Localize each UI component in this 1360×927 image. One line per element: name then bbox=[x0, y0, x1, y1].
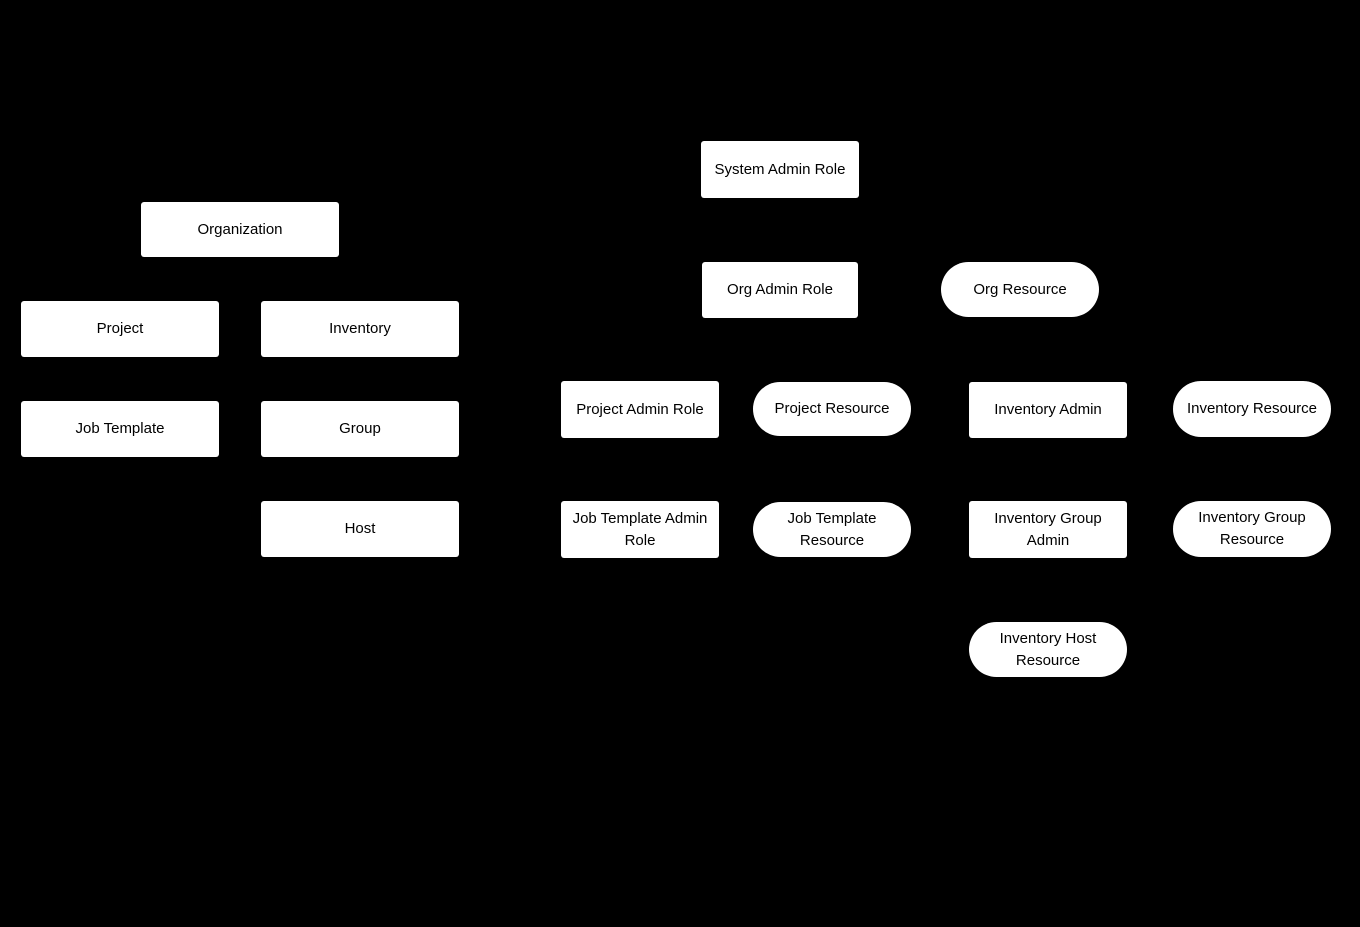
node-host: Host bbox=[261, 501, 459, 557]
node-project-admin-role: Project Admin Role bbox=[561, 381, 719, 438]
node-inventory-group-resource: Inventory Group Resource bbox=[1173, 501, 1331, 557]
node-system-admin-role: System Admin Role bbox=[701, 141, 859, 198]
node-org-resource: Org Resource bbox=[941, 262, 1099, 317]
node-inventory-resource: Inventory Resource bbox=[1173, 381, 1331, 437]
node-project: Project bbox=[21, 301, 219, 357]
node-inventory-host-resource: Inventory Host Resource bbox=[969, 622, 1127, 677]
node-inventory: Inventory bbox=[261, 301, 459, 357]
node-job-template-admin-role: Job Template Admin Role bbox=[561, 501, 719, 558]
node-organization: Organization bbox=[141, 202, 339, 257]
node-group: Group bbox=[261, 401, 459, 457]
node-job-template-resource: Job Template Resource bbox=[753, 502, 911, 557]
node-project-resource: Project Resource bbox=[753, 382, 911, 436]
node-org-admin-role: Org Admin Role bbox=[702, 262, 858, 318]
node-inventory-admin: Inventory Admin bbox=[969, 382, 1127, 438]
node-job-template: Job Template bbox=[21, 401, 219, 457]
node-inventory-group-admin: Inventory Group Admin bbox=[969, 501, 1127, 558]
